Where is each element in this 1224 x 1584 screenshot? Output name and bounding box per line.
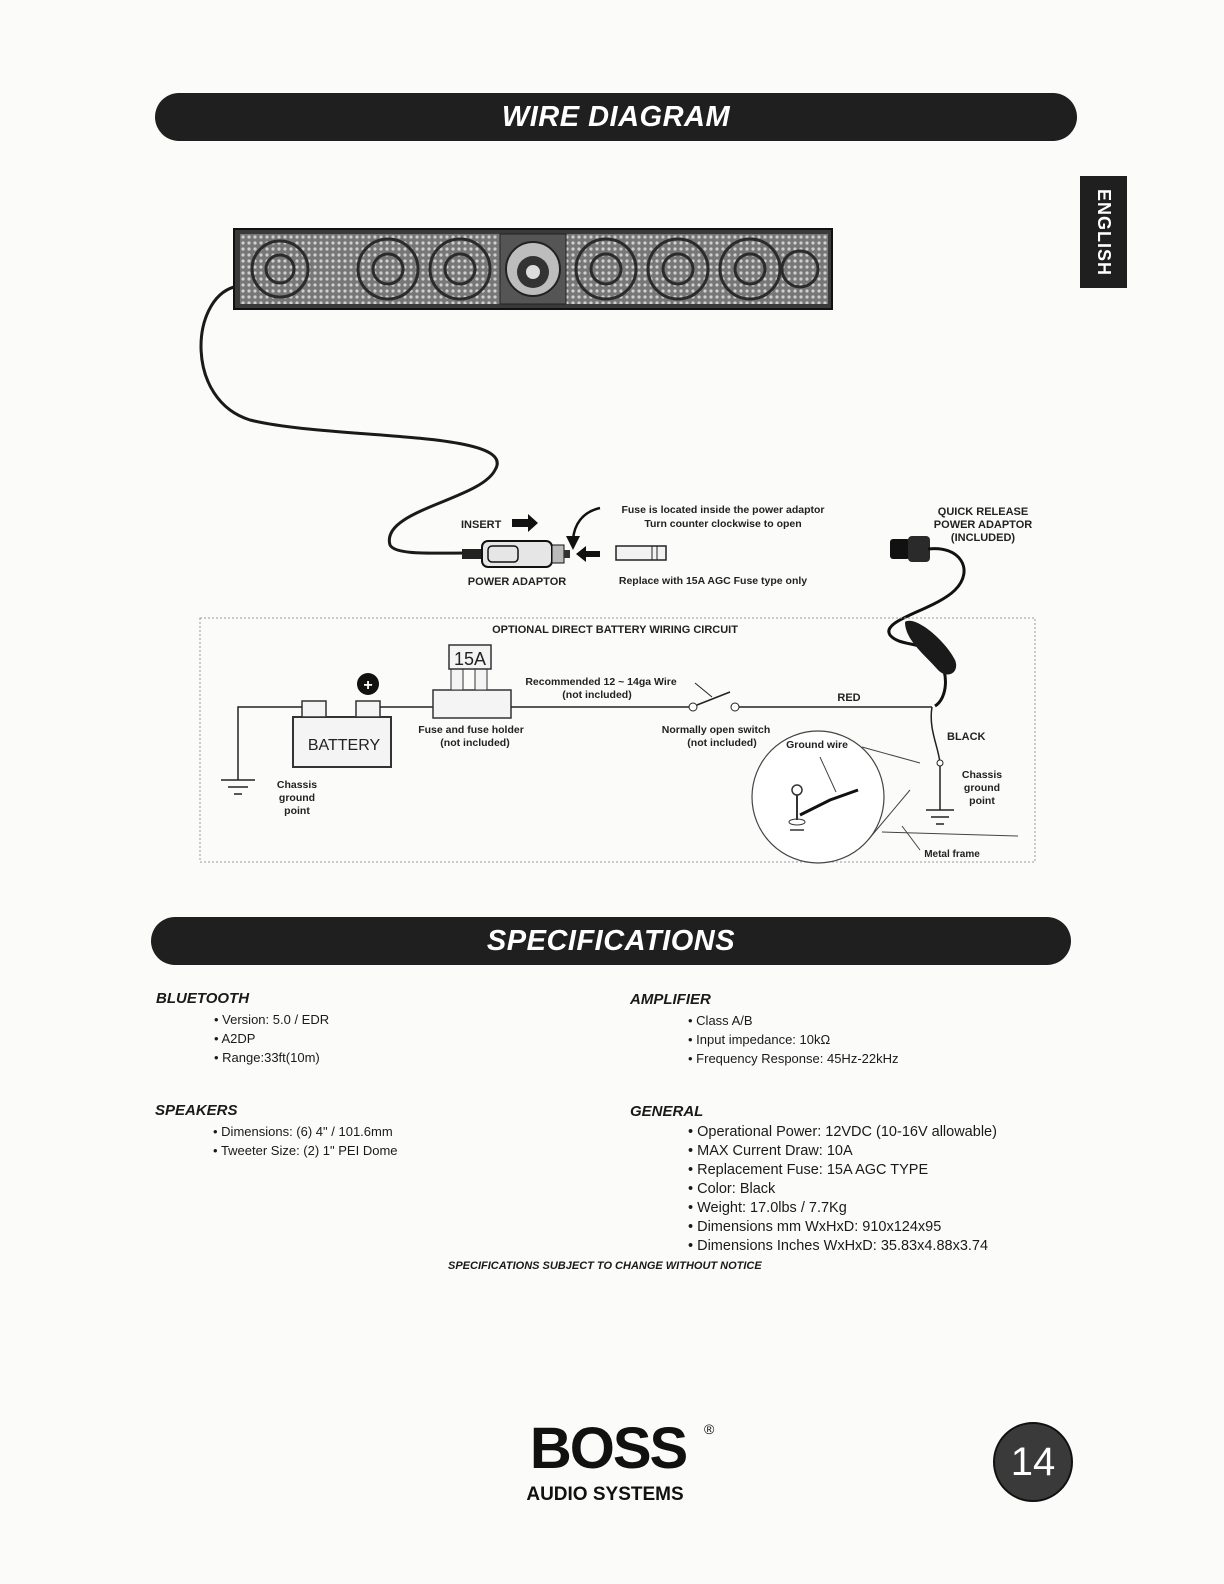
fuse-note-line2: Turn counter clockwise to open — [644, 518, 801, 530]
switch-line2: (not included) — [687, 737, 756, 749]
list-item: Dimensions mm WxHxD: 910x124x95 — [688, 1218, 997, 1237]
general-title: GENERAL — [630, 1103, 704, 1120]
quick-release-line2: POWER ADAPTOR — [934, 519, 1032, 531]
list-item: Frequency Response: 45Hz-22kHz — [688, 1049, 898, 1068]
speakers-section: SPEAKERS Dimensions: (6) 4" / 101.6mm Tw… — [155, 1102, 398, 1160]
battery-illustration — [292, 700, 392, 768]
chassis-right-line1: Chassis — [962, 769, 1002, 781]
chassis-right-line3: point — [969, 795, 995, 807]
list-item: Class A/B — [688, 1011, 899, 1030]
list-item: A2DP — [214, 1029, 329, 1048]
chassis-right-line2: ground — [964, 782, 1000, 794]
list-item: Input impedance: 10kΩ — [688, 1030, 899, 1049]
fuse-note-line1: Fuse is located inside the power adaptor — [621, 504, 824, 516]
fuse-holder-line2: (not included) — [440, 737, 509, 749]
list-item: Color: Black — [688, 1180, 997, 1199]
ground-wire-label: Ground wire — [786, 739, 848, 751]
fuse-holder-illustration — [432, 644, 512, 719]
curved-arrow-icon — [571, 506, 601, 541]
recommended-wire-line1: Recommended 12 ~ 14ga Wire — [525, 676, 677, 688]
black-label: BLACK — [947, 731, 986, 743]
list-item: Version: 5.0 / EDR — [214, 1010, 329, 1029]
quick-release-line3: (INCLUDED) — [951, 532, 1015, 544]
boss-audio-logo: BOSS ® AUDIO SYSTEMS — [526, 1418, 715, 1505]
page-number: 14 — [993, 1422, 1073, 1502]
wiring-diagram: INSERT Fuse is located inside the power … — [199, 228, 1036, 864]
speakers-title: SPEAKERS — [155, 1102, 238, 1119]
specifications-header: SPECIFICATIONS — [151, 917, 1071, 965]
specifications-notice: SPECIFICATIONS SUBJECT TO CHANGE WITHOUT… — [448, 1260, 762, 1272]
plus-sign: + — [363, 677, 372, 694]
amplifier-section: AMPLIFIER Class A/B Input impedance: 10k… — [630, 991, 899, 1068]
chassis-left-line2: ground — [279, 792, 315, 804]
list-item: Tweeter Size: (2) 1" PEI Dome — [213, 1141, 398, 1160]
power-adaptor-label: POWER ADAPTOR — [468, 576, 566, 588]
list-item: Replacement Fuse: 15A AGC TYPE — [688, 1161, 997, 1180]
logo-tagline: AUDIO SYSTEMS — [526, 1484, 683, 1505]
list-item: Dimensions Inches WxHxD: 35.83x4.88x3.74 — [688, 1237, 997, 1256]
optional-circuit-box — [199, 617, 1036, 863]
replace-fuse-label: Replace with 15A AGC Fuse type only — [619, 575, 807, 587]
soundbar-illustration — [233, 228, 833, 310]
chassis-left-line3: point — [284, 805, 310, 817]
insert-label: INSERT — [461, 519, 502, 531]
ground-detail-magnifier — [751, 730, 921, 864]
plus-terminal-icon — [357, 673, 379, 695]
registered-mark: ® — [704, 1421, 715, 1437]
list-item: Range:33ft(10m) — [214, 1048, 329, 1067]
battery-label: BATTERY — [308, 737, 381, 754]
power-adaptor-illustration — [462, 540, 570, 568]
list-item: Weight: 17.0lbs / 7.7Kg — [688, 1199, 997, 1218]
chassis-left-line1: Chassis — [277, 779, 317, 791]
fuse-icon — [615, 545, 667, 561]
quick-release-line1: QUICK RELEASE — [938, 506, 1028, 518]
insert-arrow-icon — [512, 514, 538, 532]
power-cable — [199, 285, 499, 555]
general-section: GENERAL Operational Power: 12VDC (10-16V… — [630, 1103, 997, 1256]
quick-release-adaptor-illustration — [887, 536, 966, 708]
switch-contact-icon — [688, 702, 698, 712]
wire-diagram-header: WIRE DIAGRAM — [155, 93, 1077, 141]
amplifier-title: AMPLIFIER — [630, 991, 711, 1008]
recommended-wire-line2: (not included) — [562, 689, 631, 701]
fuse-holder-line1: Fuse and fuse holder — [418, 724, 524, 736]
switch-line1: Normally open switch — [662, 724, 771, 736]
metal-frame-label: Metal frame — [924, 849, 980, 860]
language-tab: ENGLISH — [1080, 176, 1127, 288]
red-label: RED — [837, 692, 860, 704]
optional-circuit-title: OPTIONAL DIRECT BATTERY WIRING CIRCUIT — [492, 624, 738, 636]
fuse-rating-label: 15A — [454, 649, 486, 669]
list-item: Dimensions: (6) 4" / 101.6mm — [213, 1122, 398, 1141]
logo-wordmark: BOSS — [530, 1418, 687, 1481]
bluetooth-section: BLUETOOTH Version: 5.0 / EDR A2DP Range:… — [156, 990, 329, 1067]
list-item: MAX Current Draw: 10A — [688, 1142, 997, 1161]
left-arrow-icon — [576, 546, 600, 562]
bluetooth-title: BLUETOOTH — [156, 990, 250, 1007]
list-item: Operational Power: 12VDC (10-16V allowab… — [688, 1123, 997, 1142]
